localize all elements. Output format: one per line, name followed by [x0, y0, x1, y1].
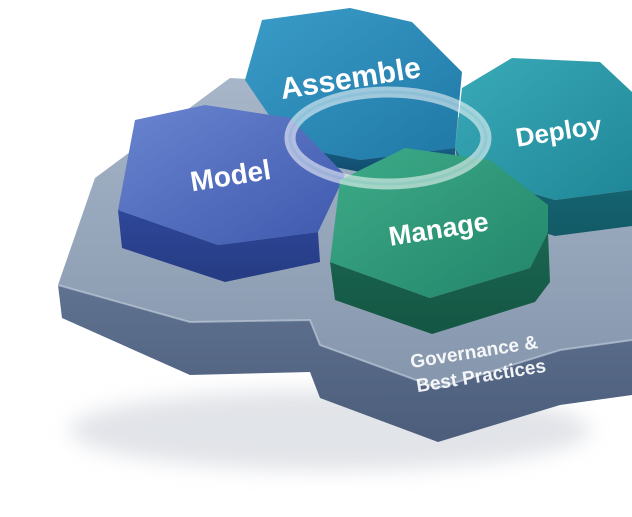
circular-arrow-icon: [284, 86, 492, 190]
